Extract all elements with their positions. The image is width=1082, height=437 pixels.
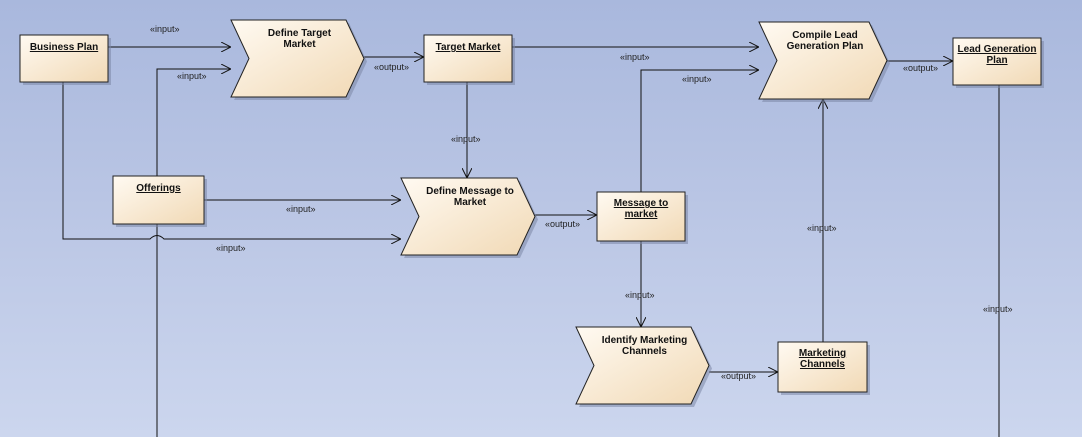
edge-label-mtm-to-clgp: «input» — [682, 74, 712, 84]
flow-arrow-mtm-to-clgp[interactable] — [640, 70, 759, 192]
node-label: Generation Plan — [787, 41, 864, 52]
node-label: Define Target — [268, 28, 332, 39]
node-label: Target Market — [436, 42, 502, 53]
edge-label-off-to-dtm: «input» — [177, 71, 207, 81]
edge-label-lgp-down: «input» — [983, 304, 1013, 314]
edge-label-clgp-to-lgp: «output» — [903, 63, 938, 73]
chevron-shape — [575, 326, 710, 405]
box-shape — [596, 191, 686, 242]
edge-label-imc-to-mc: «output» — [721, 371, 756, 381]
node-label: Channels — [800, 359, 845, 370]
node-label: Offerings — [136, 183, 181, 194]
object-node-target-market[interactable]: Target Market — [423, 34, 515, 85]
object-node-offerings[interactable]: Offerings — [112, 175, 207, 227]
node-label: Plan — [986, 55, 1007, 66]
node-label: market — [625, 209, 658, 220]
node-label: Marketing — [799, 348, 846, 359]
box-shape — [777, 341, 868, 393]
object-node-business-plan[interactable]: Business Plan — [19, 34, 111, 85]
chevron-shape — [400, 177, 536, 256]
edge-label-mtm-to-imc: «input» — [625, 290, 655, 300]
node-label: Market — [454, 197, 487, 208]
edge-label-dtm-to-tm: «output» — [374, 62, 409, 72]
flow-arrow-bp-to-dmm[interactable] — [62, 82, 401, 239]
edge-label-dmm-to-mtm: «output» — [545, 219, 580, 229]
node-label: Business Plan — [30, 42, 98, 53]
edge-label-bp-to-dtm: «input» — [150, 24, 180, 34]
edge-label-tm-to-dmm: «input» — [451, 134, 481, 144]
chevron-shape — [230, 19, 365, 98]
box-shape — [19, 34, 109, 83]
box-shape — [952, 37, 1042, 86]
flow-arrow-off-to-dtm[interactable] — [156, 69, 231, 176]
chevron-shape — [758, 21, 888, 100]
edge-label-tm-to-clgp: «input» — [620, 52, 650, 62]
node-label: Market — [283, 39, 316, 50]
edge-label-bp-to-dmm: «input» — [216, 243, 246, 253]
box-shape — [423, 34, 513, 83]
box-shape — [112, 175, 205, 225]
node-label: Message to — [614, 198, 668, 209]
node-label: Identify Marketing — [602, 335, 688, 346]
node-label: Define Message to — [426, 186, 514, 197]
node-label: Channels — [622, 346, 667, 357]
edge-label-mc-to-clgp: «input» — [807, 223, 837, 233]
node-label: Lead Generation — [958, 44, 1037, 55]
node-label: Compile Lead — [792, 30, 858, 41]
edge-label-off-to-dmm: «input» — [286, 204, 316, 214]
